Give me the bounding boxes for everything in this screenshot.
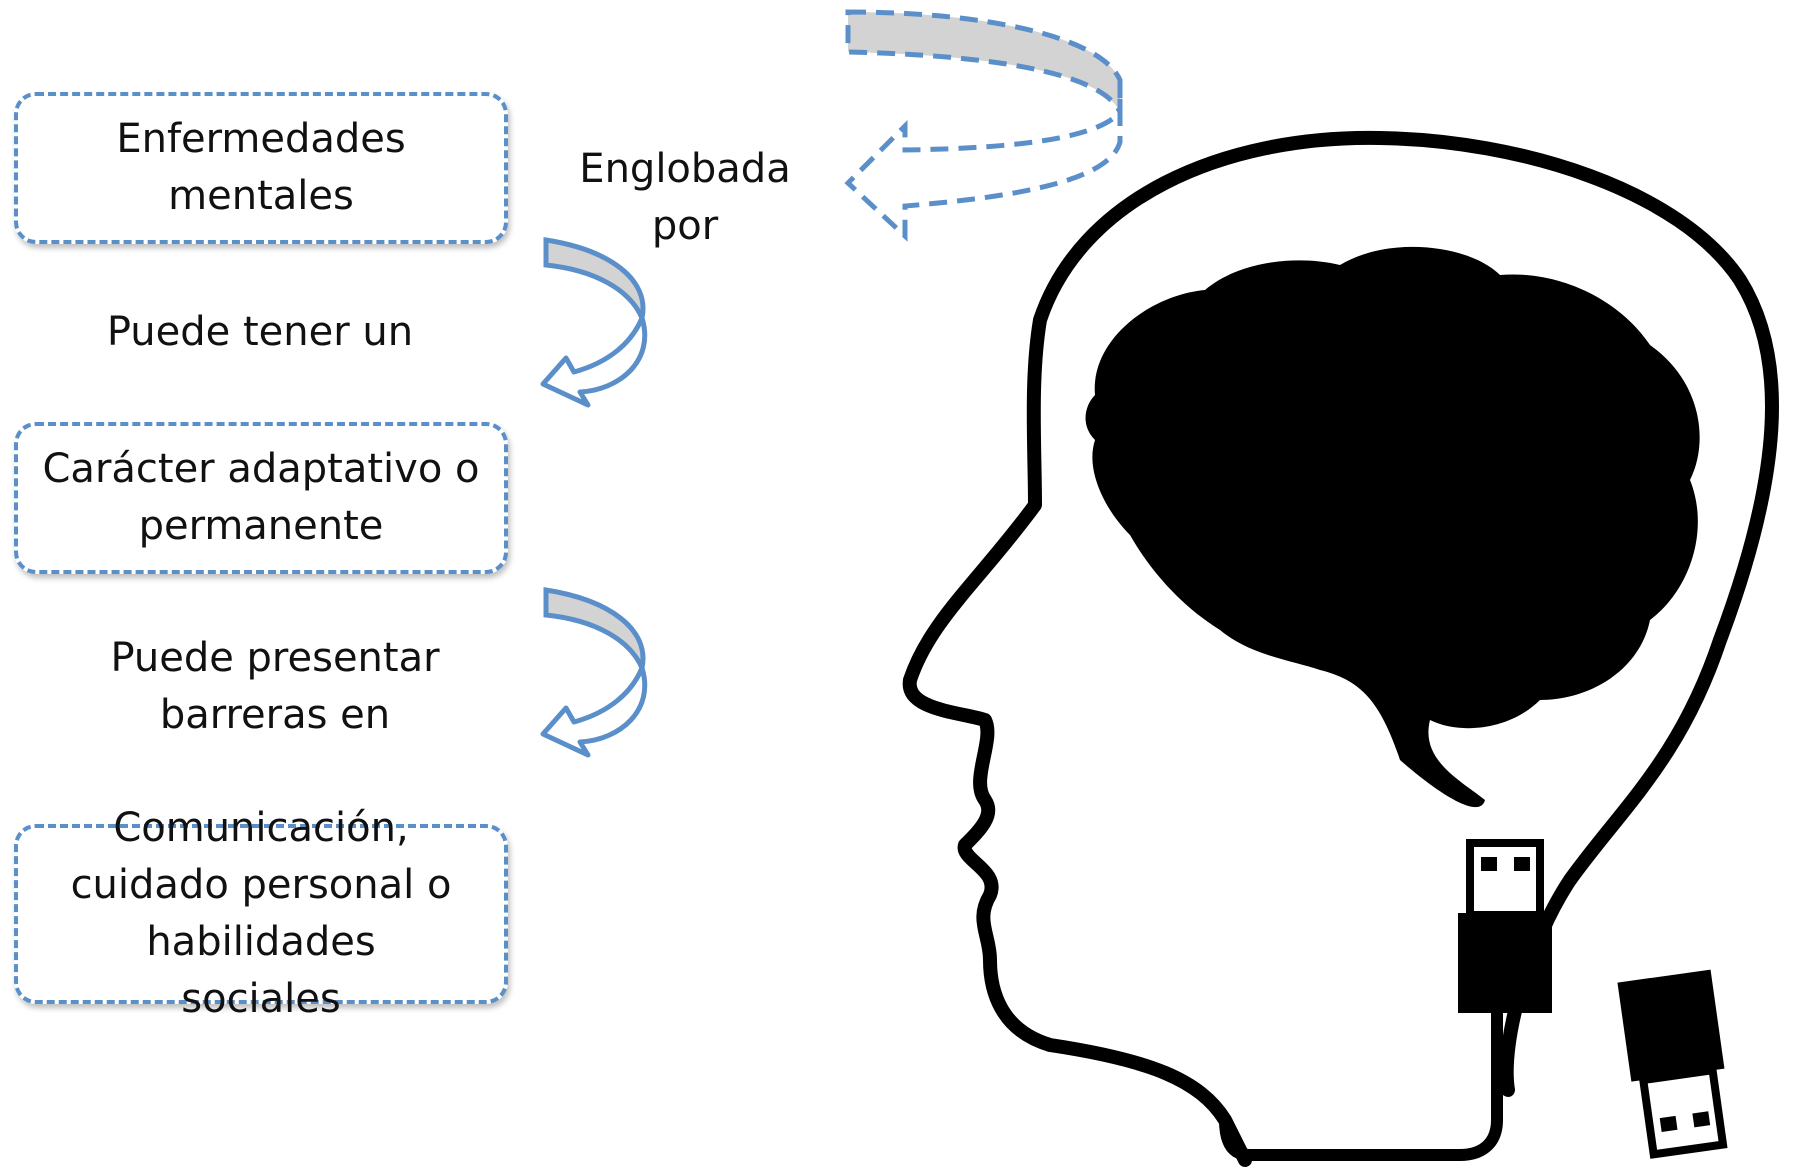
box-character: Carácter adaptativo o permanente [14,422,508,574]
curved-arrow-top-icon [844,9,1123,242]
usb-plug-2-icon [1617,969,1728,1159]
label-encompassed-by: Englobada por [579,146,791,249]
curved-arrow-2-icon [540,587,648,758]
curved-arrow-1-icon [540,237,648,408]
box-skills: Comunicación, cuidado personal o habilid… [14,805,508,1022]
label-can-present: Puede presentar barreras en [110,635,440,738]
box-mental-illness: Enfermedades mentales [14,92,508,244]
brain-icon [1085,246,1700,808]
box-character-text: Carácter adaptativo o permanente [42,446,480,549]
box-mental-illness-text: Enfermedades mentales [116,116,406,219]
head-outline-icon [902,130,1779,1167]
label-can-have: Puede tener un [106,309,414,355]
usb-plug-1-icon [1458,839,1552,1013]
usb-cable-icon [1219,1004,1503,1161]
box-skills-text: Comunicación, cuidado personal o habilid… [70,805,452,1022]
